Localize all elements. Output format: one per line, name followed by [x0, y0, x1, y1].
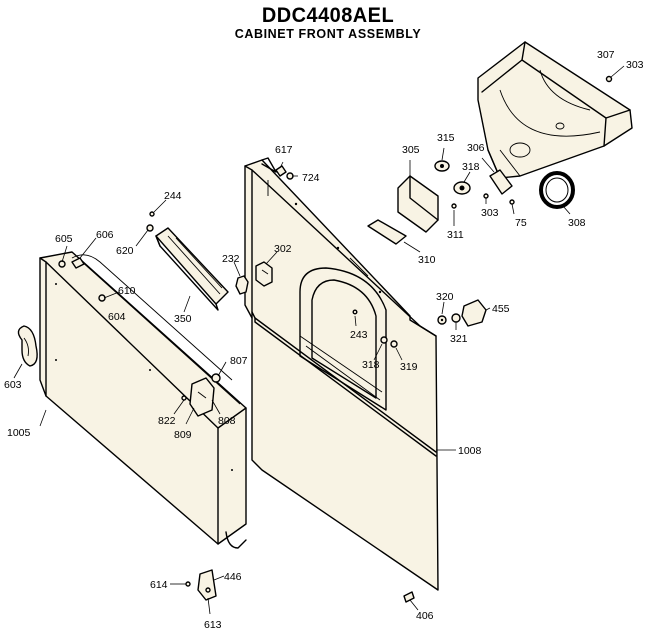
switch-302	[255, 261, 273, 287]
label-809: 809	[174, 429, 192, 441]
label-319: 319	[400, 361, 418, 373]
label-232: 232	[222, 253, 240, 265]
label-307: 307	[597, 49, 615, 61]
label-455: 455	[492, 303, 510, 315]
label-603: 603	[4, 379, 22, 391]
bracket-350	[155, 227, 229, 311]
drum-ring-308	[539, 171, 575, 215]
leader-lines	[13, 147, 515, 615]
label-75: 75	[515, 217, 527, 229]
label-605: 605	[55, 233, 73, 245]
label-614: 614	[150, 579, 168, 591]
label-808: 808	[218, 415, 236, 427]
label-807: 807	[230, 355, 248, 367]
label-724: 724	[302, 172, 320, 184]
label-610: 610	[118, 285, 136, 297]
cover-305	[397, 175, 439, 233]
clip-232	[235, 275, 249, 295]
door-panel-1005	[39, 251, 247, 549]
label-446: 446	[224, 571, 242, 583]
screw-303-mid	[483, 193, 489, 199]
label-303-mid: 303	[481, 207, 499, 219]
screw-311	[451, 203, 457, 209]
label-308: 308	[568, 217, 586, 229]
lamp-319	[390, 340, 398, 348]
screw-244	[149, 199, 167, 217]
bracket-310	[367, 219, 407, 245]
fuse-318-top	[453, 181, 471, 195]
screw-822	[181, 395, 187, 401]
front-panel-1008	[244, 157, 439, 591]
clip-617	[275, 165, 287, 177]
hole-620	[146, 224, 154, 232]
label-303-top: 303	[626, 59, 644, 71]
label-1005: 1005	[7, 427, 31, 439]
switch-455	[461, 299, 487, 327]
label-822: 822	[158, 415, 176, 427]
screw-303-top	[605, 65, 625, 83]
latch-808	[189, 377, 215, 417]
screw-75	[509, 199, 515, 205]
part-labels: 244 605 606 620 610 604 350 232 302 603 …	[4, 49, 644, 631]
top-assembly-307	[477, 41, 633, 179]
label-606: 606	[96, 229, 114, 241]
thermostat-315	[434, 160, 450, 172]
label-318-top: 318	[462, 161, 480, 173]
bushing-321	[451, 313, 461, 323]
screw-614	[170, 581, 191, 587]
screw-406	[403, 591, 415, 603]
label-406: 406	[416, 610, 434, 622]
label-244: 244	[164, 190, 182, 202]
lamp-318-bottom	[380, 336, 388, 344]
washer-320	[437, 315, 447, 325]
label-620: 620	[116, 245, 134, 257]
label-302: 302	[274, 243, 292, 255]
label-604: 604	[108, 311, 126, 323]
diagram-subtitle: CABINET FRONT ASSEMBLY	[234, 27, 422, 41]
label-318-bottom: 318	[362, 359, 380, 371]
label-613: 613	[204, 619, 222, 631]
label-243: 243	[350, 329, 368, 341]
door-handle-603	[17, 325, 38, 367]
label-305: 305	[402, 144, 420, 156]
label-350: 350	[174, 313, 192, 325]
hinge-446	[197, 569, 217, 601]
label-310: 310	[418, 254, 436, 266]
label-311: 311	[447, 229, 464, 241]
label-321: 321	[450, 333, 468, 345]
label-315: 315	[437, 132, 455, 144]
label-320: 320	[436, 291, 454, 303]
label-1008: 1008	[458, 445, 482, 457]
bracket-306	[489, 169, 513, 195]
label-617: 617	[275, 144, 293, 156]
label-306: 306	[467, 142, 485, 154]
screw-243	[352, 309, 358, 315]
model-number: DDC4408AEL	[261, 4, 395, 27]
clip-606	[71, 257, 85, 269]
